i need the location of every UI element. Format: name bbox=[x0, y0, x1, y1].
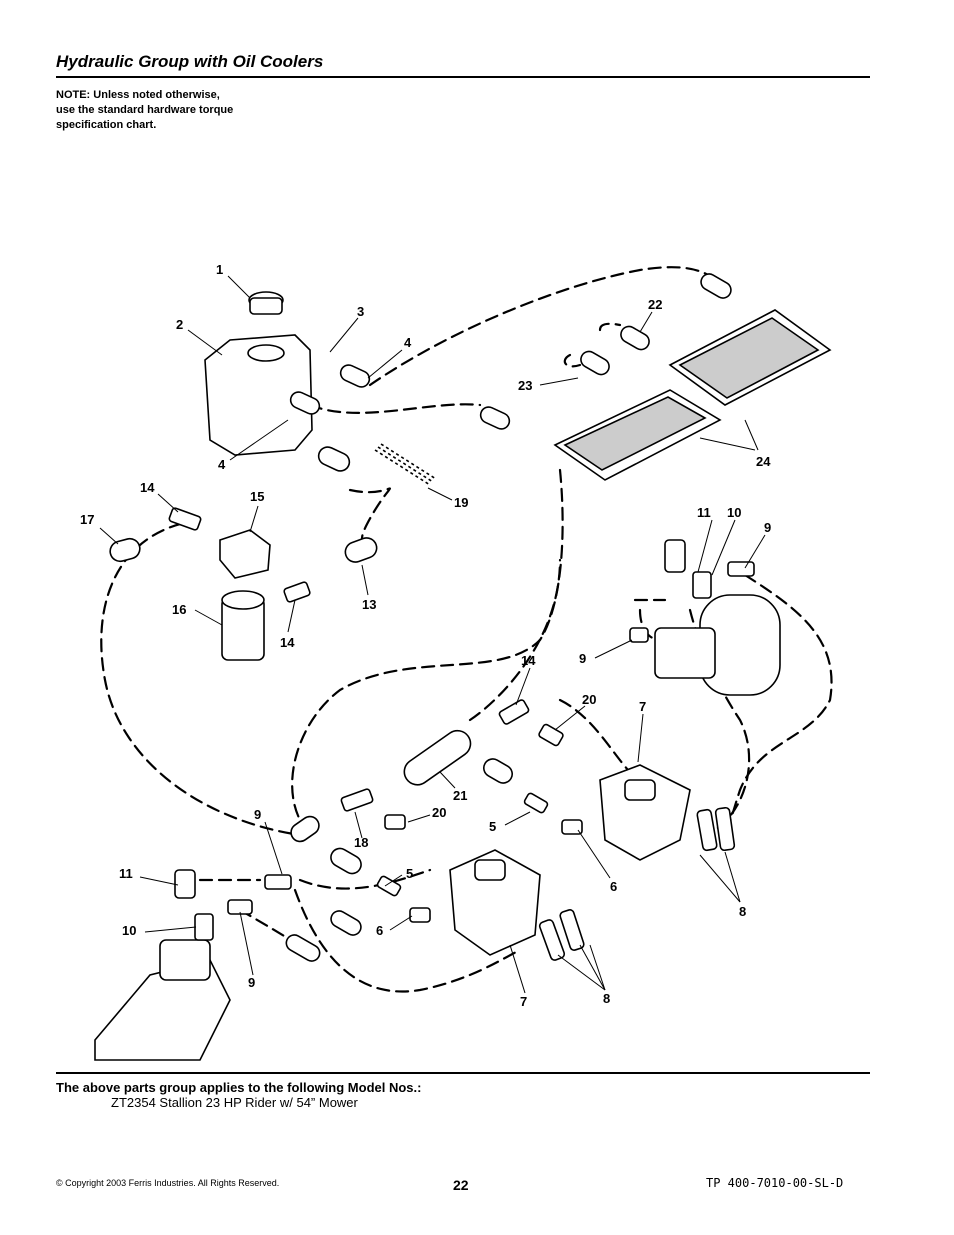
callout-14-center: 14 bbox=[521, 653, 536, 668]
note-line: use the standard hardware torque bbox=[56, 104, 234, 116]
callout-4-reservoir: 4 bbox=[218, 457, 226, 472]
callout-8-lower: 8 bbox=[603, 991, 610, 1006]
callout-6-lower: 6 bbox=[376, 923, 383, 938]
callout-15: 15 bbox=[250, 489, 264, 504]
callout-13: 13 bbox=[362, 597, 376, 612]
callout-14-top: 14 bbox=[140, 480, 155, 495]
note-line: NOTE: Unless noted otherwise, bbox=[56, 89, 220, 101]
leader-lines bbox=[99, 275, 766, 994]
callout-7-lower: 7 bbox=[520, 994, 527, 1009]
callout-8-upper: 8 bbox=[739, 904, 746, 919]
callout-20-upper: 20 bbox=[582, 692, 596, 707]
callout-20-lower: 20 bbox=[432, 805, 446, 820]
callout-14-filter: 14 bbox=[280, 635, 295, 650]
callout-3: 3 bbox=[357, 304, 364, 319]
torque-note: NOTE: Unless noted otherwise, use the st… bbox=[56, 88, 316, 133]
callout-18: 18 bbox=[354, 835, 368, 850]
callout-19: 19 bbox=[454, 495, 468, 510]
callout-24: 24 bbox=[756, 454, 771, 469]
note-line: specification chart. bbox=[56, 119, 157, 131]
callout-10-right: 10 bbox=[727, 505, 741, 520]
callout-17: 17 bbox=[80, 512, 94, 527]
callout-5-upper: 5 bbox=[489, 819, 496, 834]
callout-9-right-top: 9 bbox=[764, 520, 771, 535]
callout-2: 2 bbox=[176, 317, 183, 332]
callout-23: 23 bbox=[518, 378, 532, 393]
callout-22: 22 bbox=[648, 297, 662, 312]
callout-9-right-side: 9 bbox=[579, 651, 586, 666]
callout-7-upper: 7 bbox=[639, 699, 646, 714]
header-rule bbox=[56, 76, 870, 78]
callout-1: 1 bbox=[216, 262, 223, 277]
page-number: 22 bbox=[453, 1177, 469, 1193]
callout-21: 21 bbox=[453, 788, 467, 803]
callout-11-lower: 11 bbox=[119, 866, 133, 881]
part-outlines bbox=[94, 273, 832, 1061]
page-title: Hydraulic Group with Oil Coolers bbox=[56, 52, 324, 71]
callout-4-hose: 4 bbox=[404, 335, 412, 350]
callout-9-lower-bottom: 9 bbox=[248, 975, 255, 990]
callout-11-right: 11 bbox=[697, 505, 711, 520]
callout-9-lower-top: 9 bbox=[254, 807, 261, 822]
applies-label: The above parts group applies to the fol… bbox=[56, 1080, 422, 1095]
callout-5-lower: 5 bbox=[406, 866, 413, 881]
callout-6-upper: 6 bbox=[610, 879, 617, 894]
model-number: ZT2354 Stallion 23 HP Rider w/ 54” Mower bbox=[111, 1095, 358, 1110]
callout-labels: 1 2 3 4 4 22 23 24 14 15 17 19 16 14 13 … bbox=[80, 262, 771, 1009]
footer-rule bbox=[56, 1072, 870, 1074]
document-number: TP 400-7010-00-SL-D bbox=[706, 1176, 844, 1190]
callout-16: 16 bbox=[172, 602, 186, 617]
callout-10-lower: 10 bbox=[122, 923, 136, 938]
copyright-notice: © Copyright 2003 Ferris Industries. All … bbox=[56, 1178, 280, 1188]
